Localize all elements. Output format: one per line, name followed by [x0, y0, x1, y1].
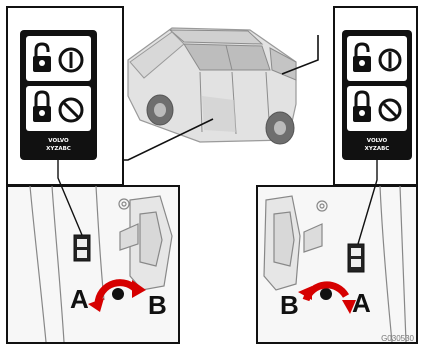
child-lock-label-left: VOLVO XYZABC	[20, 30, 97, 160]
label-line-2: XYZABC	[365, 146, 390, 152]
rotation-label-a-right: A	[352, 288, 371, 318]
label-line-1: VOLVO	[48, 138, 69, 144]
rotation-label-b-left: B	[148, 290, 167, 320]
label-line-2: XYZABC	[46, 146, 71, 152]
car-illustration	[128, 28, 296, 144]
rotation-label-a-left: A	[70, 284, 89, 314]
child-lock-label-right: VOLVO XYZABC	[342, 30, 412, 160]
label-line-1: VOLVO	[367, 138, 388, 144]
image-code: G030530	[381, 334, 414, 343]
rotation-label-b-right: B	[280, 290, 299, 320]
